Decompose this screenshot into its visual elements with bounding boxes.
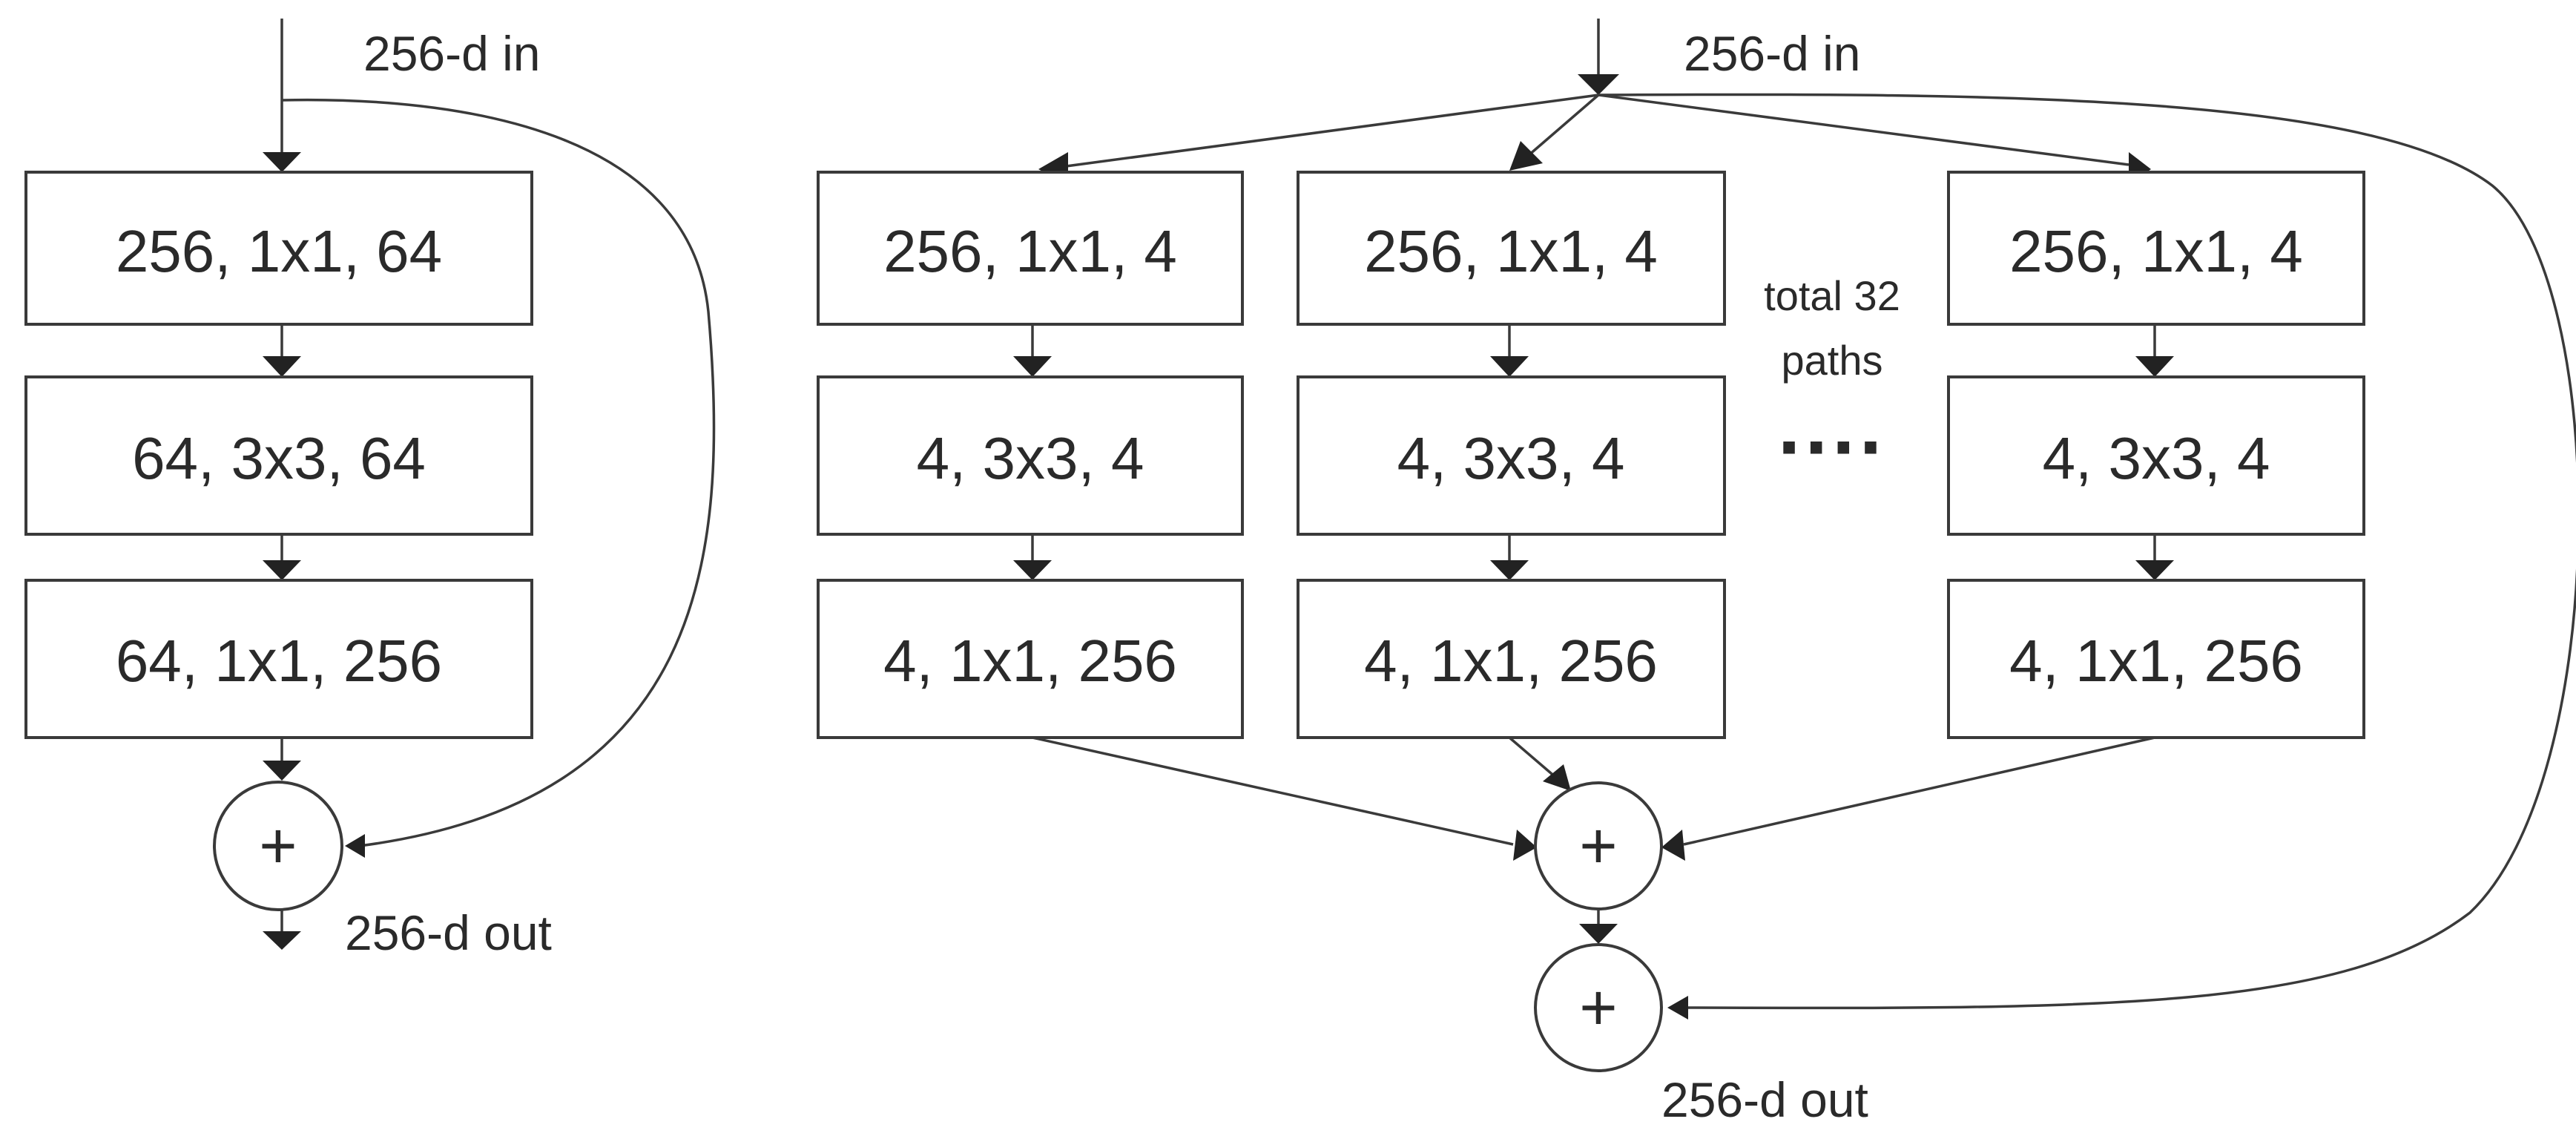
left-layer-3-box [24, 579, 533, 739]
path-b-arrowhead-2 [1490, 560, 1529, 580]
aggregate-sum-symbol: + [1579, 809, 1617, 882]
left-sum-node [213, 781, 343, 911]
paths-note-line-2: paths [1782, 337, 1883, 384]
left-arrowhead-in [263, 152, 301, 172]
path-c-layer-1-box [1947, 171, 2365, 326]
left-layer-2-label: 64, 3x3, 64 [132, 425, 426, 491]
right-shortcut-path [1598, 93, 2576, 1010]
path-c-arrowhead-1 [2135, 356, 2174, 377]
paths-note-line-1: total 32 [1764, 272, 1900, 319]
path-a-layer-3-box [817, 579, 1244, 739]
path-b-layer-1-label: 256, 1x1, 4 [1364, 218, 1658, 284]
path-b-layer-3-label: 4, 1x1, 256 [1364, 628, 1658, 694]
left-arrowhead-out [263, 931, 301, 950]
left-layer-1-label: 256, 1x1, 64 [116, 218, 442, 284]
left-arrowhead-2 [263, 560, 301, 580]
path-a-layer-1-box [817, 171, 1244, 326]
right-input-label: 256-d in [1684, 26, 1861, 81]
right-split-line-a [1060, 93, 1599, 168]
left-shortcut-path [281, 98, 716, 847]
right-arrowhead-in [1578, 74, 1619, 95]
left-layer-2-box [24, 375, 533, 536]
path-b-layer-2-label: 4, 3x3, 4 [1397, 425, 1625, 491]
right-shortcut-arrowhead [1667, 996, 1688, 1020]
merge-line-b [1508, 736, 1558, 779]
left-input-label: 256-d in [363, 26, 541, 81]
residual-sum-node [1534, 943, 1663, 1072]
path-a-arrowhead-2 [1013, 560, 1052, 580]
left-sum-symbol: + [259, 809, 297, 882]
path-c-layer-3-label: 4, 1x1, 256 [2009, 628, 2303, 694]
left-output-label: 256-d out [345, 905, 552, 960]
right-resnext-block: 256-d in 256, 1x1, 4 4, 3x3, 4 4, 1x1, 2… [817, 19, 2576, 1127]
path-a-layer-2-label: 4, 3x3, 4 [917, 425, 1144, 491]
merge-line-a [1032, 736, 1514, 846]
path-c-layer-1-label: 256, 1x1, 4 [2009, 218, 2303, 284]
right-split-line-b [1526, 93, 1600, 157]
path-a-layer-2-box [817, 375, 1244, 536]
merge-arrowhead-c [1661, 830, 1685, 861]
path-c-layer-2-box [1947, 375, 2365, 536]
path-c-arrowhead-2 [2135, 560, 2174, 580]
path-b-layer-1-box [1297, 171, 1726, 326]
right-output-label: 256-d out [1661, 1072, 1868, 1127]
left-layer-1-box [24, 171, 533, 326]
path-a-arrowhead-1 [1013, 356, 1052, 377]
residual-sum-symbol: + [1579, 971, 1617, 1044]
path-c-layer-3-box [1947, 579, 2365, 739]
path-a-layer-3-label: 4, 1x1, 256 [883, 628, 1177, 694]
path-a-layer-1-label: 256, 1x1, 4 [883, 218, 1177, 284]
aggregate-to-residual-arrowhead [1579, 924, 1618, 944]
merge-arrowhead-a [1513, 830, 1537, 861]
left-layer-3-label: 64, 1x1, 256 [116, 628, 442, 694]
right-split-line-c [1598, 93, 2129, 166]
left-arrowhead-3 [263, 761, 301, 781]
path-b-layer-2-box [1297, 375, 1726, 536]
left-resnet-block: 256-d in 256, 1x1, 64 64, 3x3, 64 64, 1x… [24, 19, 716, 960]
merge-line-c [1683, 736, 2155, 846]
path-c-layer-2-label: 4, 3x3, 4 [2043, 425, 2270, 491]
right-split-arrowhead-b [1509, 141, 1543, 171]
path-b-arrowhead-1 [1490, 356, 1529, 377]
left-shortcut-arrowhead [345, 834, 365, 858]
path-b-layer-3-box [1297, 579, 1726, 739]
merge-arrowhead-b [1543, 764, 1571, 791]
paths-ellipsis: ···· [1778, 401, 1887, 493]
left-arrowhead-1 [263, 356, 301, 377]
